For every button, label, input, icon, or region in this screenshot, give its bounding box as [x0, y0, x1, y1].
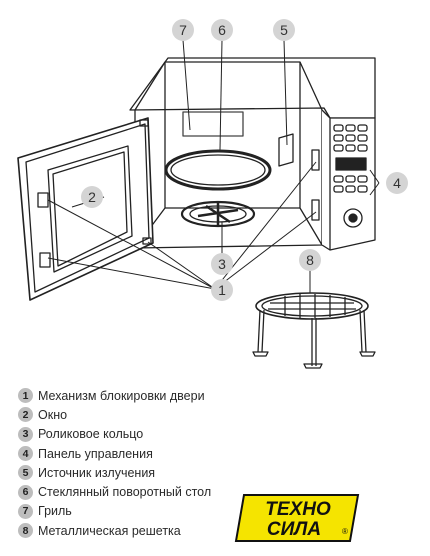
- callout-6: 6: [211, 19, 233, 41]
- legend-number: 4: [18, 446, 33, 462]
- oven-cavity: [134, 61, 323, 111]
- callout-2: 2: [81, 186, 103, 208]
- door-latch-lower: [39, 252, 51, 268]
- parts-legend: 1 Механизм блокировки двери 2 Окно 3 Ролико…: [18, 386, 211, 540]
- microwave-diagram: 7 6 5 2 4 3 8 1: [17, 19, 408, 369]
- logo-registered-mark: ®: [342, 527, 348, 536]
- legend-label: Гриль: [38, 504, 72, 519]
- callout-1: 1: [211, 279, 233, 301]
- legend-item: 6 Стеклянный поворотный стол: [18, 482, 211, 501]
- logo-background: [234, 494, 360, 542]
- legend-label: Роликовое кольцо: [38, 427, 144, 442]
- legend-number: 5: [18, 465, 33, 481]
- legend-number: 3: [18, 426, 33, 442]
- legend-label: Механизм блокировки двери: [38, 388, 205, 403]
- callout-5: 5: [273, 19, 295, 41]
- logo-line-2: СИЛА: [267, 519, 321, 540]
- callout-4: 4: [386, 172, 408, 194]
- legend-label: Металлическая решетка: [38, 523, 181, 538]
- keypad: [333, 124, 368, 193]
- legend-label: Окно: [38, 407, 68, 422]
- oven-top: [129, 57, 376, 119]
- svg-text:2: 2: [88, 189, 96, 205]
- grill-element: [182, 111, 244, 137]
- legend-item: 5 Источник излучения: [18, 463, 211, 482]
- svg-text:1: 1: [218, 282, 226, 298]
- svg-text:5: 5: [280, 22, 288, 38]
- callout-3: 3: [211, 253, 233, 275]
- door-latch-upper: [37, 192, 49, 208]
- legend-number: 8: [18, 523, 33, 539]
- oven-door: [17, 117, 154, 301]
- logo-line-1: ТЕХНО: [265, 499, 331, 520]
- svg-text:6: 6: [218, 22, 226, 38]
- callouts: 7 6 5 2 4 3 8 1: [81, 19, 408, 301]
- svg-text:3: 3: [218, 256, 226, 272]
- legend-label: Источник излучения: [38, 465, 156, 480]
- door-window: [47, 145, 133, 273]
- callout-8: 8: [299, 249, 321, 271]
- legend-label: Панель управления: [38, 446, 153, 461]
- legend-number: 6: [18, 484, 33, 500]
- callout-7: 7: [172, 19, 194, 41]
- legend-item: 1 Механизм блокировки двери: [18, 386, 211, 405]
- legend-item: 8 Металлическая решетка: [18, 521, 211, 540]
- legend-item: 4 Панель управления: [18, 444, 211, 463]
- legend-number: 2: [18, 407, 33, 423]
- svg-text:8: 8: [306, 252, 314, 268]
- legend-number: 7: [18, 503, 33, 519]
- tekhnosila-logo: ТЕХНО СИЛА ®: [234, 494, 360, 542]
- svg-text:7: 7: [179, 22, 187, 38]
- control-knob: [343, 208, 363, 228]
- legend-item: 2 Окно: [18, 405, 211, 424]
- legend-number: 1: [18, 388, 33, 404]
- legend-label: Стеклянный поворотный стол: [38, 485, 212, 500]
- metal-rack: [252, 292, 376, 369]
- radiation-source-plate: [278, 133, 294, 167]
- svg-text:4: 4: [393, 175, 401, 191]
- glass-turntable: [164, 149, 272, 191]
- legend-item: 7 Гриль: [18, 502, 211, 521]
- legend-item: 3 Роликовое кольцо: [18, 425, 211, 444]
